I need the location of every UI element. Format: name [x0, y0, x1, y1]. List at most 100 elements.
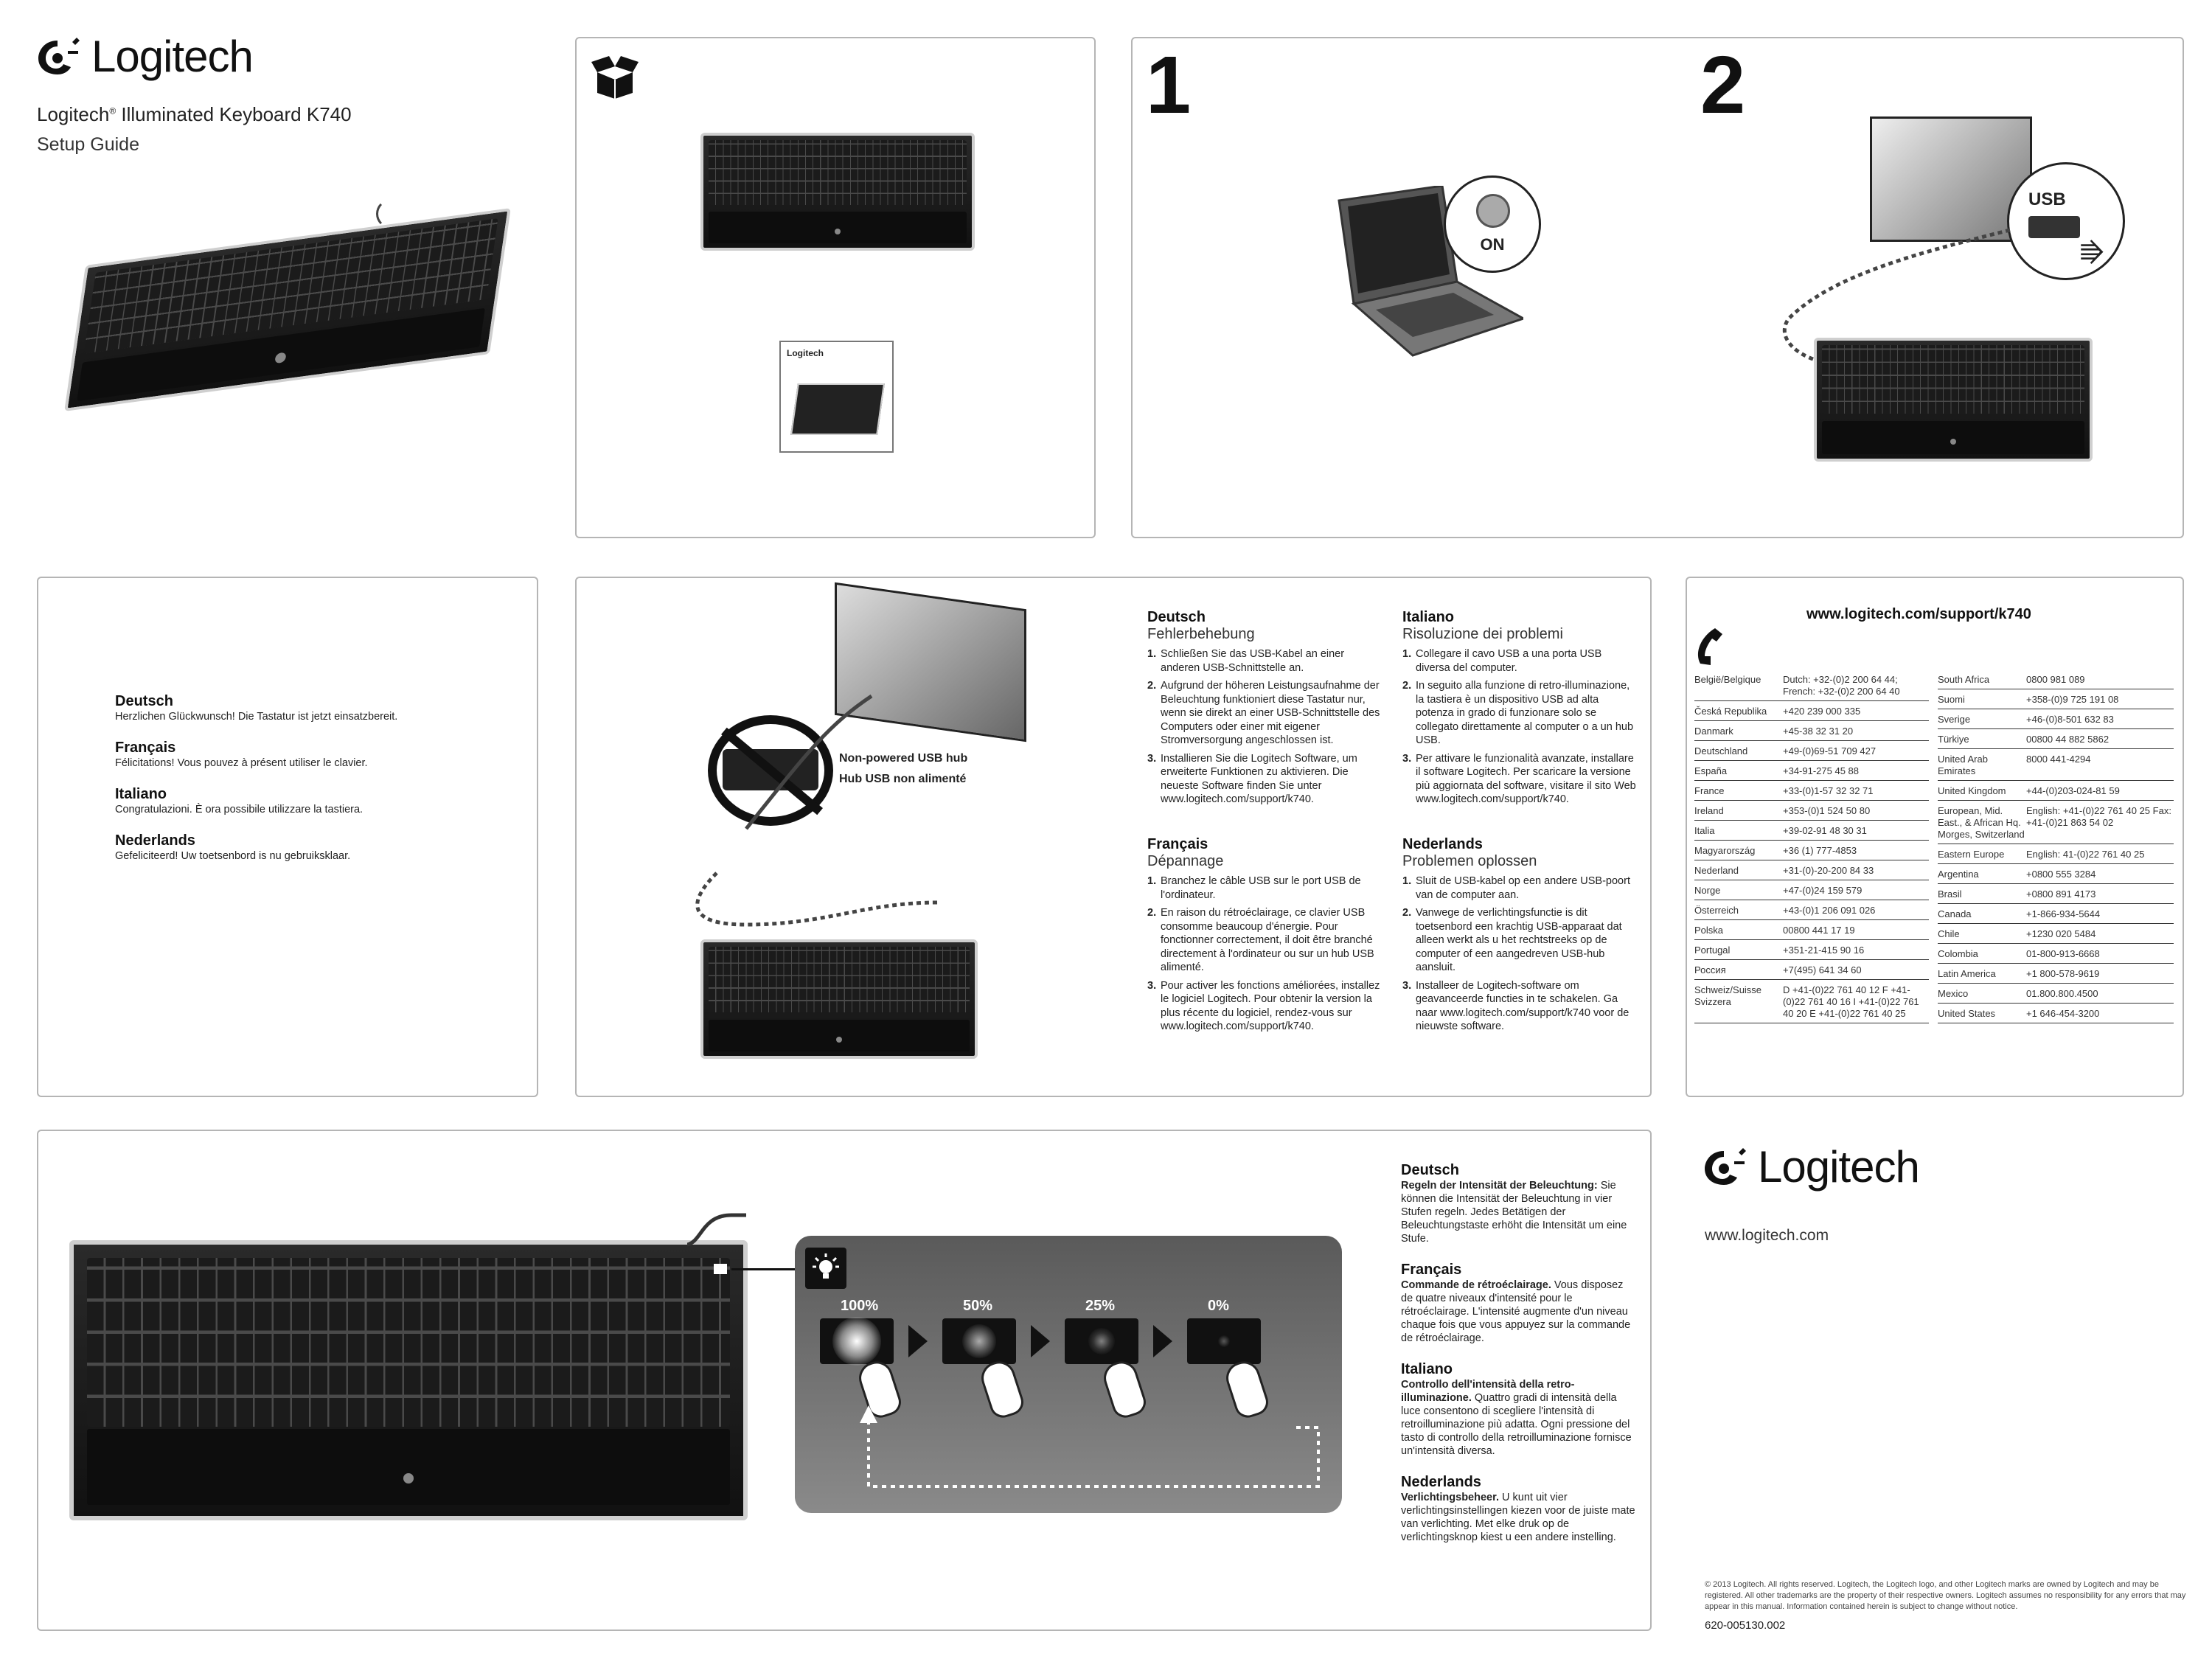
backlight-nl: Nederlands Verlichtingsbeheer. U kunt ui… [1401, 1474, 1637, 1544]
section-title: Fehlerbehebung [1147, 626, 1255, 642]
support-row: Brasil +0800 891 4173 [1938, 884, 2174, 904]
country-name: Österreich [1694, 905, 1739, 916]
lang-heading: Français [1401, 1262, 1462, 1278]
country-name: European, Mid. East., & African Hq. Morg… [1938, 805, 2025, 840]
phone-number: +39-02-91 48 30 31 [1783, 825, 1867, 836]
congrats-de: Deutsch Herzlichen Glückwunsch! Die Tast… [115, 693, 397, 723]
product-title: Logitech® Illuminated Keyboard K740 [37, 103, 352, 126]
cycle-loop-arrow [860, 1405, 1320, 1488]
part-number: 620-005130.002 [1705, 1619, 1786, 1632]
country-name: Chile [1938, 928, 1960, 939]
phone-number: +49-(0)69-51 709 427 [1783, 745, 1877, 757]
phone-number: 01.800.800.4500 [2026, 988, 2098, 999]
keyboard-image [700, 939, 978, 1059]
step-item: 2.En raison du rétroéclairage, ce clavie… [1147, 907, 1374, 973]
support-row: España+34-91-275 45 88 [1694, 761, 1929, 781]
support-url: www.logitech.com/support/k740 [1806, 606, 2031, 622]
lang-heading: Nederlands [1401, 1474, 1481, 1490]
level-label: 100% [841, 1298, 879, 1314]
country-name: Schweiz/Suisse Svizzera [1694, 984, 1762, 1007]
country-name: Canada [1938, 908, 1972, 919]
lang-heading: Français [1147, 836, 1208, 852]
booklet-keyboard-image [790, 383, 885, 435]
congrats-lang: Italiano [115, 786, 167, 802]
troubleshooting-nl: Nederlands Problemen oplossen 1.Sluit de… [1402, 836, 1638, 1038]
country-name: Portugal [1694, 945, 1731, 956]
usb-callout: USB ⭆ [2007, 162, 2125, 280]
country-name: Sverige [1938, 714, 1971, 725]
phone-number: Dutch: +32-(0)2 200 64 44; French: +32-(… [1783, 674, 1900, 697]
phone-number: +44-(0)203-024-81 59 [2026, 785, 2120, 796]
keyboard-image [64, 208, 511, 411]
backlight-texts: Deutsch Regeln der Intensität der Beleuc… [1401, 1162, 1637, 1544]
support-row: Россия+7(495) 641 34 60 [1694, 960, 1929, 980]
palm-rest [1822, 420, 2084, 454]
phone-number: D +41-(0)22 761 40 12 F +41-(0)22 761 40… [1783, 984, 1919, 1019]
country-name: Italia [1694, 825, 1715, 836]
next-arrow-icon [1153, 1325, 1172, 1357]
support-row: Ireland+353-(0)1 524 50 80 [1694, 801, 1929, 821]
congrats-text: Félicitations! Vous pouvez à présent uti… [115, 757, 368, 769]
keyboard-image [700, 133, 975, 251]
palm-rest [709, 1019, 970, 1051]
legal-notice: © 2013 Logitech. All rights reserved. Lo… [1705, 1580, 2186, 1611]
country-name: Magyarország [1694, 845, 1756, 856]
power-button-icon [1476, 194, 1510, 228]
congrats-text: Gefeliciteerd! Uw toetsenbord is nu gebr… [115, 850, 351, 862]
congrats-lang: Deutsch [115, 693, 173, 709]
country-name: Norge [1694, 885, 1721, 896]
logo-dot-icon [403, 1472, 414, 1484]
steps-list: 1.Branchez le câble USB sur le port USB … [1147, 874, 1383, 1034]
phone-number: English: 41-(0)22 761 40 25 [2026, 849, 2145, 860]
phone-number: +31-(0)-20-200 84 33 [1783, 865, 1874, 876]
phone-number: +0800 555 3284 [2026, 869, 2096, 880]
phone-number: +358-(0)9 725 191 08 [2026, 694, 2119, 705]
keyboard-keys [87, 1258, 730, 1427]
support-panel: www.logitech.com/support/k740 België/Bel… [1686, 577, 2184, 1097]
support-row: Österreich+43-(0)1 206 091 026 [1694, 900, 1929, 920]
country-name: United States [1938, 1008, 1996, 1019]
keyboard-keys [1822, 345, 2084, 414]
support-row: Mexico 01.800.800.4500 [1938, 984, 2174, 1004]
phone-number: +45-38 32 31 20 [1783, 726, 1854, 737]
usb-plug-icon [2028, 216, 2080, 238]
logo-wordmark: Logitech [91, 32, 254, 81]
lang-heading: Italiano [1402, 609, 1455, 625]
backlight-body: Controllo dell'intensità della retro-ill… [1401, 1379, 1632, 1457]
setup-guide-label: Setup Guide [37, 134, 139, 155]
phone-number: +0800 891 4173 [2026, 888, 2096, 900]
backlight-fr: Français Commande de rétroéclairage. Vou… [1401, 1262, 1637, 1345]
congrats-text: Herzlichen Glückwunsch! Die Tastatur ist… [115, 711, 398, 723]
backlight-it: Italiano Controllo dell'intensità della … [1401, 1361, 1637, 1458]
step-item: 2.Vanwege de verlichtingsfunctie is dit … [1402, 907, 1622, 973]
step-item: 3.Per attivare le funzionalità avanzate,… [1402, 752, 1636, 806]
phone-number: +7(495) 641 34 60 [1783, 964, 1862, 975]
country-name: Mexico [1938, 988, 1969, 999]
backlight-body: Regeln der Intensität der Beleuchtung: S… [1401, 1180, 1627, 1245]
product-brand: Logitech [37, 103, 110, 125]
steps-list: 1.Schließen Sie das USB-Kabel an einer a… [1147, 647, 1383, 807]
logitech-logo: Logitech [1702, 1141, 1920, 1192]
phone-number: 01-800-913-6668 [2026, 948, 2100, 959]
lang-heading: Deutsch [1147, 609, 1206, 625]
troubleshooting-fr: Français Dépannage 1.Branchez le câble U… [1147, 836, 1383, 1038]
step-item: 1.Schließen Sie das USB-Kabel an einer a… [1147, 648, 1345, 674]
step-item: 3.Installeer de Logitech-software om gea… [1402, 979, 1630, 1033]
phone-number: +36 (1) 777-4853 [1783, 845, 1857, 856]
country-name: Brasil [1938, 888, 1962, 900]
lightbulb-icon [1088, 1328, 1115, 1354]
phone-number: +1 800-578-9619 [2026, 968, 2100, 979]
website-link[interactable]: www.logitech.com [1705, 1227, 1829, 1244]
level-label: 50% [963, 1298, 993, 1314]
congrats-text: Congratulazioni. È ora possibile utilizz… [115, 804, 364, 815]
keyboard-cable [376, 199, 406, 229]
country-name: United Arab Emirates [1938, 754, 1988, 776]
support-row: Nederland+31-(0)-20-200 84 33 [1694, 860, 1929, 880]
steps-list: 1.Collegare il cavo USB a una porta USB … [1402, 647, 1638, 807]
phone-number: English: +41-(0)22 761 40 25 Fax: +41-(0… [2026, 805, 2171, 828]
callout-line [731, 1268, 842, 1270]
